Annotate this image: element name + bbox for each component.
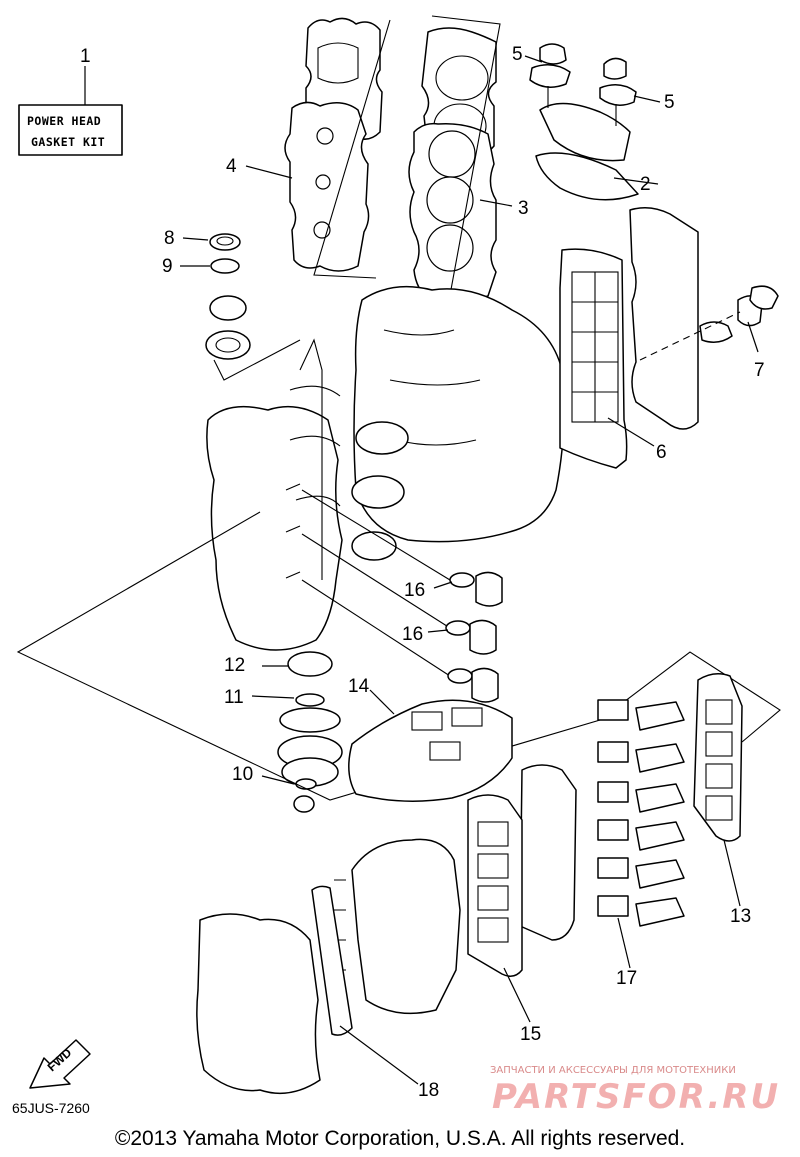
reed-block-1 (597, 699, 685, 731)
callout-13: 13 (730, 906, 751, 927)
reed-block-2 (597, 741, 685, 773)
callout-14: 14 (348, 676, 370, 697)
callout-12: 12 (224, 655, 245, 676)
watermark: ЗАПЧАСТИ И АКСЕССУАРЫ ДЛЯ МОТОТЕХНИКИ PA… (490, 1065, 780, 1117)
lower-seal-parts (277, 651, 343, 813)
copyright-notice: ©2013 Yamaha Motor Corporation, U.S.A. A… (115, 1127, 685, 1150)
reed-valve-parts (597, 673, 743, 927)
engine-block (206, 285, 565, 677)
exhaust-cover-parts (529, 43, 639, 201)
callout-2: 2 (640, 174, 651, 195)
belt-18 (311, 885, 353, 1036)
leader-lines (180, 55, 759, 1085)
callout-17: 17 (616, 968, 637, 989)
head-cover-parts (284, 15, 501, 303)
kit-label-line2: GASKET KIT (31, 135, 105, 149)
cover-gasket-6 (559, 248, 628, 469)
callout-9: 9 (162, 256, 173, 277)
callout-1: 1 (80, 46, 91, 67)
kit-label-box (18, 104, 123, 156)
callout-6: 6 (656, 442, 667, 463)
callout-8: 8 (164, 228, 175, 249)
lower-cover-parts (196, 885, 353, 1095)
watermark-line2: PARTSFOR.RU (492, 1077, 780, 1117)
callout-numbers: 2 3 4 5 5 6 7 8 9 10 11 12 13 14 15 16 1… (162, 44, 765, 1101)
fwd-arrow: FWD (29, 1039, 91, 1089)
reed-block-6 (597, 895, 685, 927)
reed-gasket-13 (693, 673, 743, 842)
callout-10: 10 (232, 764, 253, 785)
callout-7: 7 (754, 360, 765, 381)
small-seal-parts (205, 233, 301, 381)
callout-15: 15 (520, 1024, 541, 1045)
callout-3: 3 (518, 198, 529, 219)
side-cover-parts (559, 207, 779, 469)
diagram-code: 65JUS-7260 (12, 1100, 90, 1116)
kit-label-callout: 1 POWER HEAD GASKET KIT (18, 46, 123, 156)
callout-16a: 16 (404, 580, 425, 601)
kit-label-line1: POWER HEAD (27, 114, 101, 128)
drain-cover-parts (445, 571, 503, 703)
reed-block-3 (597, 781, 685, 813)
callout-5a: 5 (512, 44, 523, 65)
callout-5b: 5 (664, 92, 675, 113)
reed-block-5 (597, 857, 685, 889)
callout-4: 4 (226, 156, 237, 177)
reed-block-4 (597, 819, 685, 851)
watermark-line1: ЗАПЧАСТИ И АКСЕССУАРЫ ДЛЯ МОТОТЕХНИКИ (490, 1065, 736, 1076)
intake-manifold-parts (334, 764, 577, 1015)
callout-16b: 16 (402, 624, 423, 645)
callout-11: 11 (224, 687, 244, 708)
plate-gasket-2 (535, 152, 639, 201)
callout-18: 18 (418, 1080, 439, 1101)
intake-plate-parts (348, 699, 513, 802)
